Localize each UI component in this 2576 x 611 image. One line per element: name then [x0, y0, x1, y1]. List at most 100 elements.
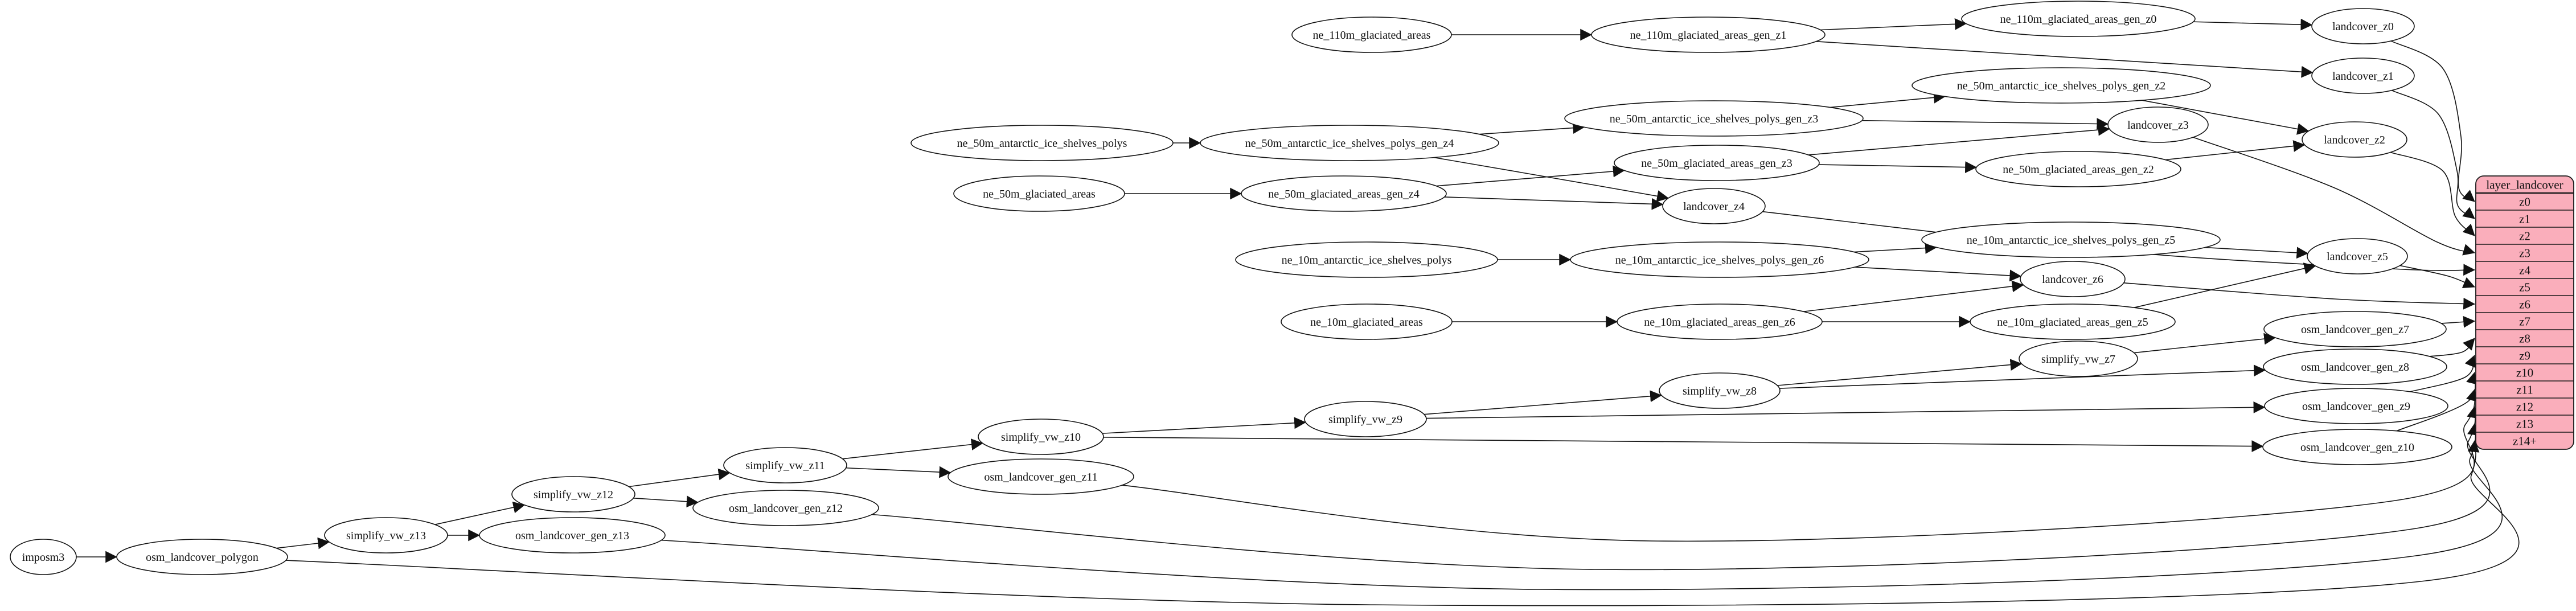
node-label-simplify_vw_z9: simplify_vw_z9 [1328, 413, 1402, 426]
table-row-z0: z0 [2519, 195, 2530, 208]
node-label-ne_10m_glaciated_areas: ne_10m_glaciated_areas [1310, 316, 1423, 329]
edge-ne_110m_glaciated_areas_gen_z1-to-ne_110m_glaciated_areas_gen_z0 [1820, 18, 1967, 31]
node-ellipse-ne_10m_glaciated_areas_gen_z5 [1970, 304, 2176, 340]
edge-simplify_vw_z11-to-osm_landcover_gen_z11 [846, 466, 951, 478]
table-row-z12: z12 [2516, 400, 2533, 413]
node-label-ne_50m_glaciated_areas: ne_50m_glaciated_areas [983, 188, 1096, 200]
node-ellipse-ne_10m_glaciated_areas [1281, 304, 1453, 340]
table-row-z1: z1 [2519, 212, 2530, 225]
node-label-simplify_vw_z7: simplify_vw_z7 [2041, 353, 2115, 366]
node-label-ne_50m_glaciated_areas_gen_z4: ne_50m_glaciated_areas_gen_z4 [1268, 188, 1419, 200]
node-osm_landcover_gen_z8: osm_landcover_gen_z8 [2263, 348, 2447, 385]
table-row-z9: z9 [2519, 348, 2530, 362]
node-ellipse-ne_50m_glaciated_areas_gen_z3 [1614, 145, 1820, 181]
node-label-landcover_z5: landcover_z5 [2327, 251, 2388, 263]
node-ellipse-ne_110m_glaciated_areas [1291, 17, 1452, 53]
edge-simplify_vw_z12-to-osm_landcover_gen_z12 [633, 495, 699, 508]
edge-ne_50m_antarctic_ice_shelves_polys_gen_z4-to-landcover_z4 [1434, 157, 1669, 202]
table-row-z6: z6 [2519, 297, 2530, 311]
node-ellipse-ne_50m_antarctic_ice_shelves_polys_gen_z3 [1564, 100, 1864, 137]
node-osm_landcover_gen_z12: osm_landcover_gen_z12 [692, 490, 879, 526]
node-ellipse-landcover_z4 [1662, 188, 1766, 224]
edge-simplify_vw_z12-to-simplify_vw_z11 [629, 468, 731, 487]
edge-osm_landcover_gen_z13-to-table-row-z13 [661, 423, 2503, 591]
edge-layer [76, 18, 2520, 606]
node-simplify_vw_z10: simplify_vw_z10 [978, 419, 1104, 455]
node-ne_110m_glaciated_areas: ne_110m_glaciated_areas [1291, 17, 1452, 53]
node-ellipse-simplify_vw_z8 [1659, 372, 1781, 409]
node-label-osm_landcover_gen_z7: osm_landcover_gen_z7 [2301, 323, 2409, 336]
node-landcover_z3: landcover_z3 [2107, 106, 2209, 143]
table-row-z4: z4 [2519, 263, 2530, 277]
node-label-ne_10m_antarctic_ice_shelves_polys_gen_z5: ne_10m_antarctic_ice_shelves_polys_gen_z… [1967, 234, 2176, 247]
node-ellipse-landcover_z3 [2107, 106, 2209, 143]
edge-ne_50m_glaciated_areas_gen_z4-to-ne_50m_glaciated_areas_gen_z3 [1436, 165, 1625, 187]
edge-simplify_vw_z8-to-osm_landcover_gen_z8 [1779, 364, 2266, 389]
node-ellipse-landcover_z6 [2020, 261, 2126, 297]
node-ellipse-osm_landcover_polygon [116, 539, 288, 575]
edge-osm_landcover_gen_z11-to-table-row-z11 [1122, 388, 2478, 542]
edge-osm_landcover_gen_z7-to-table-row-z7 [2441, 315, 2476, 328]
node-label-osm_landcover_gen_z13: osm_landcover_gen_z13 [515, 530, 629, 542]
node-label-simplify_vw_z13: simplify_vw_z13 [346, 530, 426, 542]
node-ne_50m_antarctic_ice_shelves_polys: ne_50m_antarctic_ice_shelves_polys [910, 125, 1174, 161]
node-label-ne_10m_glaciated_areas_gen_z5: ne_10m_glaciated_areas_gen_z5 [1997, 316, 2148, 329]
edge-ne_10m_antarctic_ice_shelves_polys_gen_z5-to-landcover_z5 [2205, 247, 2309, 259]
node-osm_landcover_gen_z13: osm_landcover_gen_z13 [479, 517, 666, 553]
node-ellipse-simplify_vw_z12 [511, 476, 635, 512]
edge-osm_landcover_gen_z9-to-table-row-z9 [2410, 355, 2476, 392]
node-ellipse-osm_landcover_gen_z7 [2263, 311, 2447, 347]
edge-landcover_z0-to-table-row-z0 [2390, 40, 2475, 202]
edge-ne_10m_antarctic_ice_shelves_polys_gen_z6-to-ne_10m_antarctic_ice_shelves_polys_gen_z5 [1854, 242, 1937, 254]
node-label-simplify_vw_z11: simplify_vw_z11 [745, 460, 825, 472]
table-row-z8: z8 [2519, 331, 2530, 345]
node-ellipse-landcover_z2 [2302, 121, 2407, 158]
node-label-simplify_vw_z12: simplify_vw_z12 [534, 489, 613, 501]
edge-ne_110m_glaciated_areas_gen_z0-to-landcover_z0 [2193, 18, 2313, 31]
node-label-ne_10m_glaciated_areas_gen_z6: ne_10m_glaciated_areas_gen_z6 [1644, 316, 1795, 329]
node-label-simplify_vw_z8: simplify_vw_z8 [1683, 385, 1757, 397]
edge-ne_50m_antarctic_ice_shelves_polys_gen_z4-to-ne_50m_antarctic_ice_shelves_polys_gen_z3 [1479, 122, 1585, 135]
node-ellipse-ne_10m_antarctic_ice_shelves_polys_gen_z5 [1921, 222, 2221, 258]
node-label-ne_50m_glaciated_areas_gen_z2: ne_50m_glaciated_areas_gen_z2 [2003, 163, 2153, 176]
node-label-ne_50m_antarctic_ice_shelves_polys_gen_z4: ne_50m_antarctic_ice_shelves_polys_gen_z… [1245, 137, 1454, 150]
node-ne_10m_antarctic_ice_shelves_polys_gen_z6: ne_10m_antarctic_ice_shelves_polys_gen_z… [1570, 241, 1869, 278]
node-ne_50m_glaciated_areas_gen_z2: ne_50m_glaciated_areas_gen_z2 [1975, 151, 2181, 187]
node-label-landcover_z0: landcover_z0 [2332, 20, 2394, 33]
node-osm_landcover_gen_z11: osm_landcover_gen_z11 [947, 458, 1134, 495]
table-row-z3: z3 [2519, 246, 2530, 260]
node-ne_10m_glaciated_areas_gen_z6: ne_10m_glaciated_areas_gen_z6 [1617, 304, 1823, 340]
node-label-ne_50m_glaciated_areas_gen_z3: ne_50m_glaciated_areas_gen_z3 [1641, 157, 1792, 170]
node-ne_10m_antarctic_ice_shelves_polys: ne_10m_antarctic_ice_shelves_polys [1235, 241, 1498, 278]
edge-landcover_z6-to-table-row-z6 [2123, 282, 2476, 310]
node-ellipse-ne_50m_antarctic_ice_shelves_polys [910, 125, 1174, 161]
node-label-osm_landcover_gen_z11: osm_landcover_gen_z11 [984, 471, 1097, 483]
node-ellipse-osm_landcover_gen_z13 [479, 517, 666, 553]
edge-simplify_vw_z13-to-simplify_vw_z12 [434, 501, 526, 525]
node-landcover_z5: landcover_z5 [2307, 238, 2408, 274]
node-ellipse-ne_50m_glaciated_areas_gen_z4 [1241, 175, 1447, 212]
node-ellipse-simplify_vw_z7 [2019, 341, 2138, 377]
node-label-ne_10m_antarctic_ice_shelves_polys_gen_z6: ne_10m_antarctic_ice_shelves_polys_gen_z… [1615, 254, 1824, 266]
node-ne_10m_antarctic_ice_shelves_polys_gen_z5: ne_10m_antarctic_ice_shelves_polys_gen_z… [1921, 222, 2221, 258]
node-ne_50m_antarctic_ice_shelves_polys_gen_z2: ne_50m_antarctic_ice_shelves_polys_gen_z… [1912, 67, 2211, 104]
edge-ne_50m_glaciated_areas_gen_z2-to-landcover_z2 [2165, 140, 2306, 161]
node-ne_50m_antarctic_ice_shelves_polys_gen_z4: ne_50m_antarctic_ice_shelves_polys_gen_z… [1200, 125, 1499, 161]
table-row-z13: z13 [2516, 417, 2533, 430]
edge-landcover_z3-to-table-row-z3 [2193, 137, 2475, 256]
node-landcover_z1: landcover_z1 [2311, 58, 2415, 94]
node-label-landcover_z4: landcover_z4 [1683, 200, 1745, 213]
node-osm_landcover_gen_z7: osm_landcover_gen_z7 [2263, 311, 2447, 347]
edge-osm_landcover_gen_z10-to-table-row-z10 [2396, 371, 2478, 432]
edge-simplify_vw_z11-to-simplify_vw_z10 [842, 438, 983, 460]
node-ellipse-ne_50m_antarctic_ice_shelves_polys_gen_z2 [1912, 67, 2211, 104]
node-label-ne_110m_glaciated_areas: ne_110m_glaciated_areas [1313, 29, 1431, 42]
node-ellipse-simplify_vw_z10 [978, 419, 1104, 455]
node-ne_110m_glaciated_areas_gen_z0: ne_110m_glaciated_areas_gen_z0 [1961, 1, 2196, 37]
edge-ne_110m_glaciated_areas_gen_z1-to-landcover_z1 [1816, 41, 2314, 78]
node-label-landcover_z1: landcover_z1 [2332, 70, 2394, 83]
edge-landcover_z1-to-table-row-z1 [2392, 89, 2475, 219]
node-landcover_z4: landcover_z4 [1662, 188, 1766, 224]
